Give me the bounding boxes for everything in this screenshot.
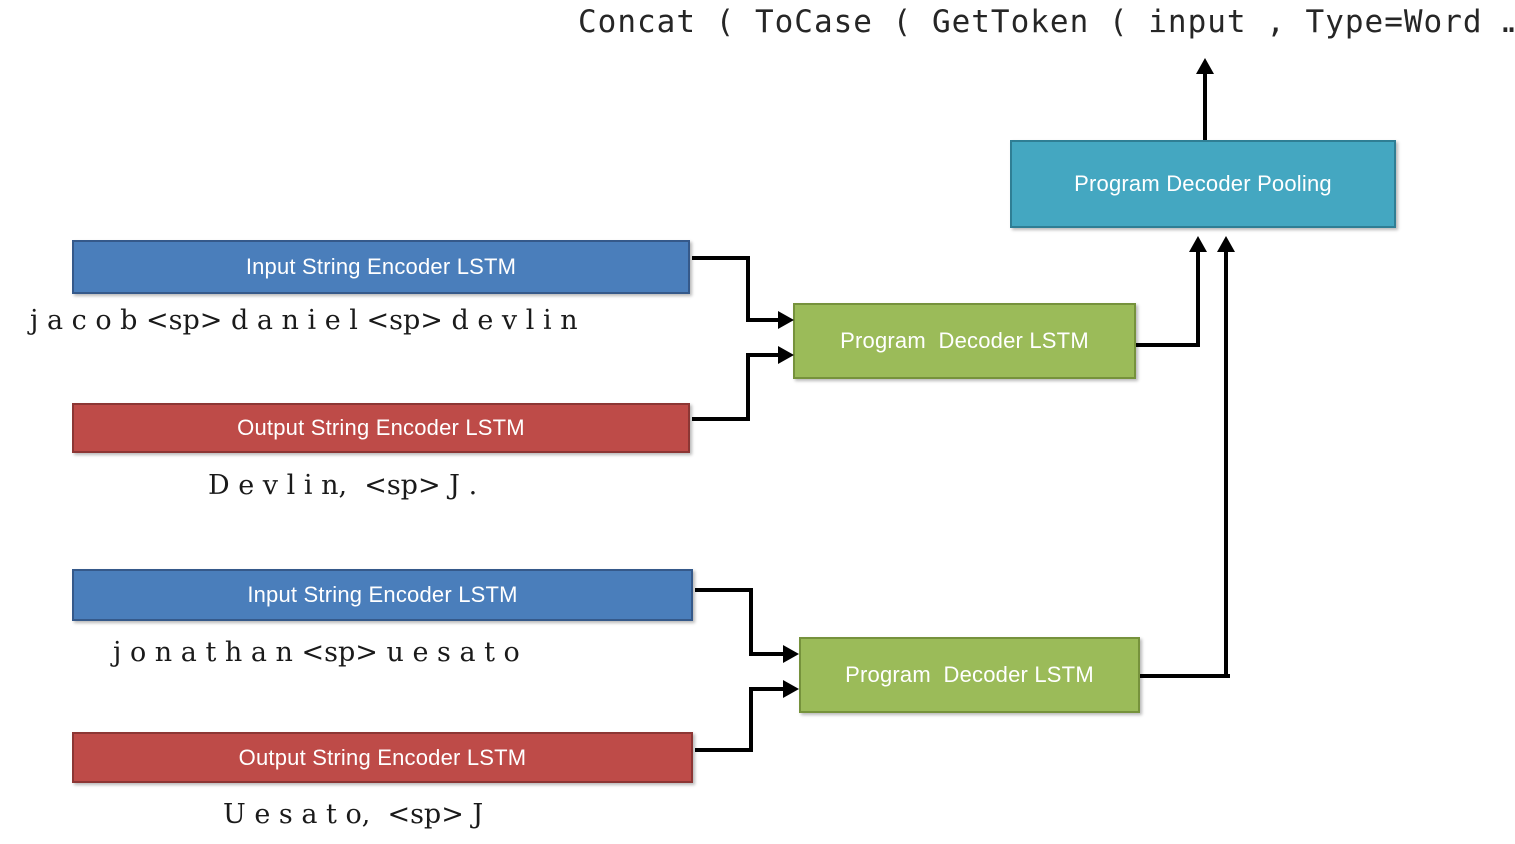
output-encoder-2-arrowhead (783, 680, 799, 698)
input-encoder-1-connector-h2 (746, 318, 782, 322)
decoder-2-to-pooling-arrowhead (1217, 236, 1235, 252)
decoder-1-to-pooling-h (1136, 343, 1200, 347)
output-encoder-2-connector-v (749, 687, 753, 752)
input-string-text-2: j o n a t h a n <sp> u e s a t o (113, 637, 520, 668)
decoder-1-to-pooling-v (1196, 250, 1200, 345)
output-encoder-1-connector-v (746, 353, 750, 421)
output-string-text-2: U e s a t o, <sp> J (223, 799, 484, 830)
output-encoder-2-connector-h2 (749, 687, 787, 691)
program-decoder-pooling-box[interactable]: Program Decoder Pooling (1010, 140, 1396, 228)
input-string-encoder-lstm-box-1[interactable]: Input String Encoder LSTM (72, 240, 690, 294)
output-encoder-1-connector-h2 (746, 353, 782, 357)
output-string-encoder-lstm-box-2[interactable]: Output String Encoder LSTM (72, 732, 693, 783)
output-encoder-1-arrowhead (778, 346, 794, 364)
input-encoder-2-connector-h1 (695, 588, 753, 592)
input-encoder-1-connector-h1 (692, 256, 750, 260)
pooling-to-formula-arrowhead (1196, 58, 1214, 74)
input-encoder-1-connector-v (746, 256, 750, 318)
output-string-text-1: D e v l i n, <sp> J . (208, 470, 478, 501)
program-decoder-lstm-box-1[interactable]: Program Decoder LSTM (793, 303, 1136, 379)
decoder-2-to-pooling-v (1224, 250, 1228, 676)
program-decoder-lstm-box-2[interactable]: Program Decoder LSTM (799, 637, 1140, 713)
program-formula-text: Concat ( ToCase ( GetToken ( input , Typ… (578, 4, 1515, 40)
input-string-text-1: j a c o b <sp> d a n i e l <sp> d e v l … (30, 305, 578, 336)
input-encoder-2-arrowhead (783, 645, 799, 663)
input-encoder-2-connector-v (749, 588, 753, 652)
output-string-encoder-lstm-box-1[interactable]: Output String Encoder LSTM (72, 403, 690, 453)
input-encoder-1-arrowhead (778, 311, 794, 329)
output-encoder-2-connector-h1 (695, 748, 753, 752)
decoder-1-to-pooling-arrowhead (1189, 236, 1207, 252)
output-encoder-1-connector-h1 (692, 417, 750, 421)
pooling-to-formula-line (1203, 72, 1207, 140)
input-string-encoder-lstm-box-2[interactable]: Input String Encoder LSTM (72, 569, 693, 621)
input-encoder-2-connector-h2 (749, 652, 787, 656)
decoder-2-to-pooling-h (1140, 674, 1230, 678)
